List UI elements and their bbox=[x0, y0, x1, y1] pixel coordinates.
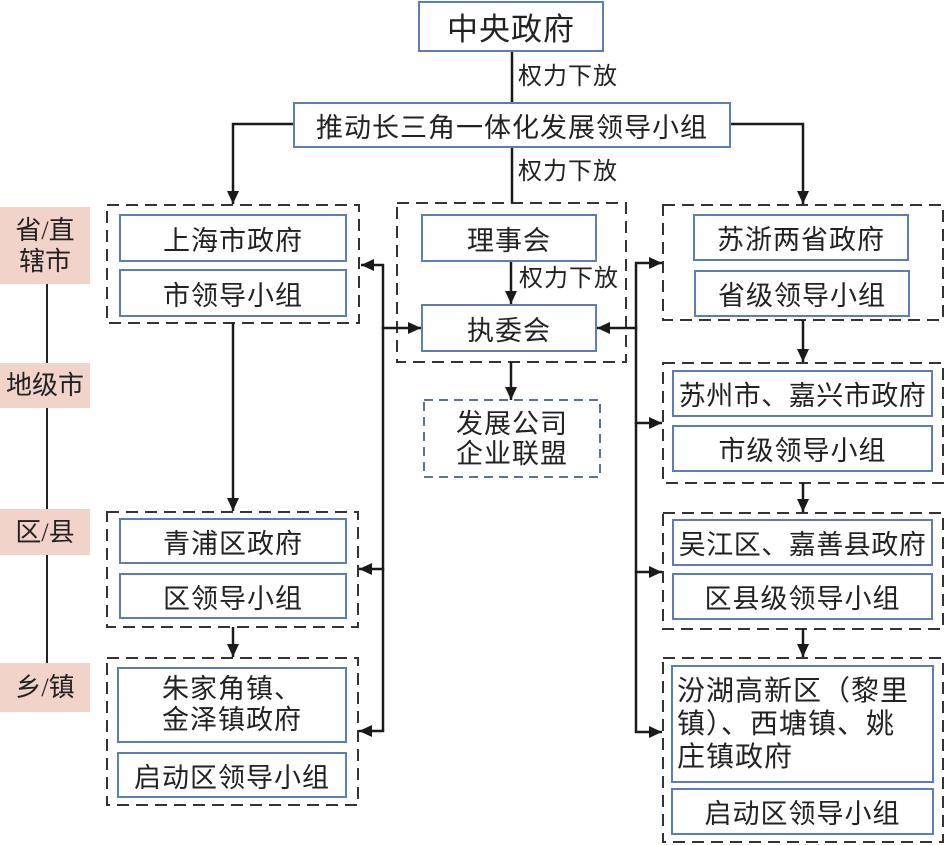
box-label-line: 企业联盟 bbox=[456, 438, 568, 469]
edge-label-council-to-executive: 权力下放 bbox=[519, 266, 619, 292]
level-label-line: 区/县 bbox=[15, 517, 75, 547]
jiangsu-zhejiang-government-box: 苏浙两省政府 bbox=[693, 214, 909, 261]
council-box: 理事会 bbox=[421, 214, 597, 262]
level-label-line: 辖市 bbox=[18, 246, 71, 276]
qingpu-leading-group-box: 区领导小组 bbox=[119, 573, 347, 619]
box-label: 启动区领导小组 bbox=[134, 762, 330, 793]
box-label-line: 汾湖高新区（黎里 bbox=[677, 675, 910, 707]
box-label: 省级领导小组 bbox=[718, 281, 886, 311]
box-label: 区县级领导小组 bbox=[704, 584, 901, 614]
level-label-line: 省/直 bbox=[15, 215, 75, 245]
arrow-group-to-shanghai bbox=[227, 122, 293, 204]
arrow-group-to-jiangsu-zhejiang bbox=[731, 122, 809, 204]
wujiang-jiashan-government-box: 吴江区、嘉善县政府 bbox=[672, 519, 933, 566]
box-label: 苏州市、嘉兴市政府 bbox=[678, 381, 927, 411]
group-outline-left-towns bbox=[106, 657, 359, 806]
edge-label-central-to-group: 权力下放 bbox=[518, 64, 618, 90]
box-label: 执委会 bbox=[467, 315, 551, 346]
left-startup-area-group-box: 启动区领导小组 bbox=[117, 752, 347, 798]
left-bus-arrow-shanghai bbox=[361, 259, 385, 731]
level-label-county: 区/县 bbox=[0, 509, 90, 555]
level-label-province: 省/直 辖市 bbox=[0, 207, 90, 284]
executive-committee-box: 执委会 bbox=[421, 304, 597, 352]
box-label: 市级领导小组 bbox=[718, 436, 887, 466]
box-label: 市领导小组 bbox=[163, 280, 303, 311]
box-label-line: 发展公司 bbox=[456, 408, 568, 439]
county-leading-group-box: 区县级领导小组 bbox=[672, 573, 933, 620]
level-label-town: 乡/镇 bbox=[0, 663, 90, 712]
level-label-prefecture: 地级市 bbox=[0, 363, 90, 408]
box-label: 上海市政府 bbox=[163, 225, 303, 256]
city-leading-group-box: 市级领导小组 bbox=[672, 425, 933, 472]
group-outline-right-towns bbox=[662, 657, 944, 843]
box-label: 区领导小组 bbox=[163, 583, 303, 614]
box-label: 启动区领导小组 bbox=[704, 799, 901, 829]
development-company-box: 发展公司 企业联盟 bbox=[424, 400, 600, 477]
level-label-line: 地级市 bbox=[5, 371, 84, 400]
left-towns-government-box: 朱家角镇、 金泽镇政府 bbox=[117, 667, 347, 743]
box-label-line: 庄镇政府 bbox=[677, 741, 794, 773]
central-government-box: 中央政府 bbox=[418, 1, 604, 52]
leading-group-box: 推动长三角一体化发展领导小组 bbox=[293, 102, 731, 148]
leading-group-label: 推动长三角一体化发展领导小组 bbox=[316, 112, 708, 143]
central-government-label: 中央政府 bbox=[447, 12, 575, 47]
right-bus-arrow-jiangsu-zhejiang bbox=[634, 257, 662, 732]
box-label: 理事会 bbox=[467, 225, 551, 256]
box-label: 苏浙两省政府 bbox=[717, 225, 885, 255]
box-label-line: 朱家角镇、 bbox=[162, 674, 302, 704]
company-box-outline bbox=[423, 399, 601, 478]
box-label-line: 镇）、西塘镇、姚 bbox=[677, 708, 896, 740]
suzhou-jiaxing-government-box: 苏州市、嘉兴市政府 bbox=[672, 370, 933, 417]
provincial-leading-group-box: 省级领导小组 bbox=[694, 270, 910, 317]
group-outline-qingpu bbox=[106, 511, 359, 628]
shanghai-government-box: 上海市政府 bbox=[119, 214, 347, 262]
qingpu-government-box: 青浦区政府 bbox=[119, 518, 347, 564]
right-startup-area-group-box: 启动区领导小组 bbox=[671, 788, 934, 835]
box-label-line: 金泽镇政府 bbox=[162, 705, 302, 735]
level-label-line: 乡/镇 bbox=[15, 673, 75, 702]
edge-label-group-to-council: 权力下放 bbox=[518, 159, 618, 185]
shanghai-leading-group-box: 市领导小组 bbox=[119, 269, 347, 317]
box-label: 吴江区、嘉善县政府 bbox=[678, 530, 927, 560]
right-towns-government-box: 汾湖高新区（黎里 镇）、西塘镇、姚 庄镇政府 bbox=[671, 665, 934, 783]
box-label: 青浦区政府 bbox=[163, 528, 303, 559]
